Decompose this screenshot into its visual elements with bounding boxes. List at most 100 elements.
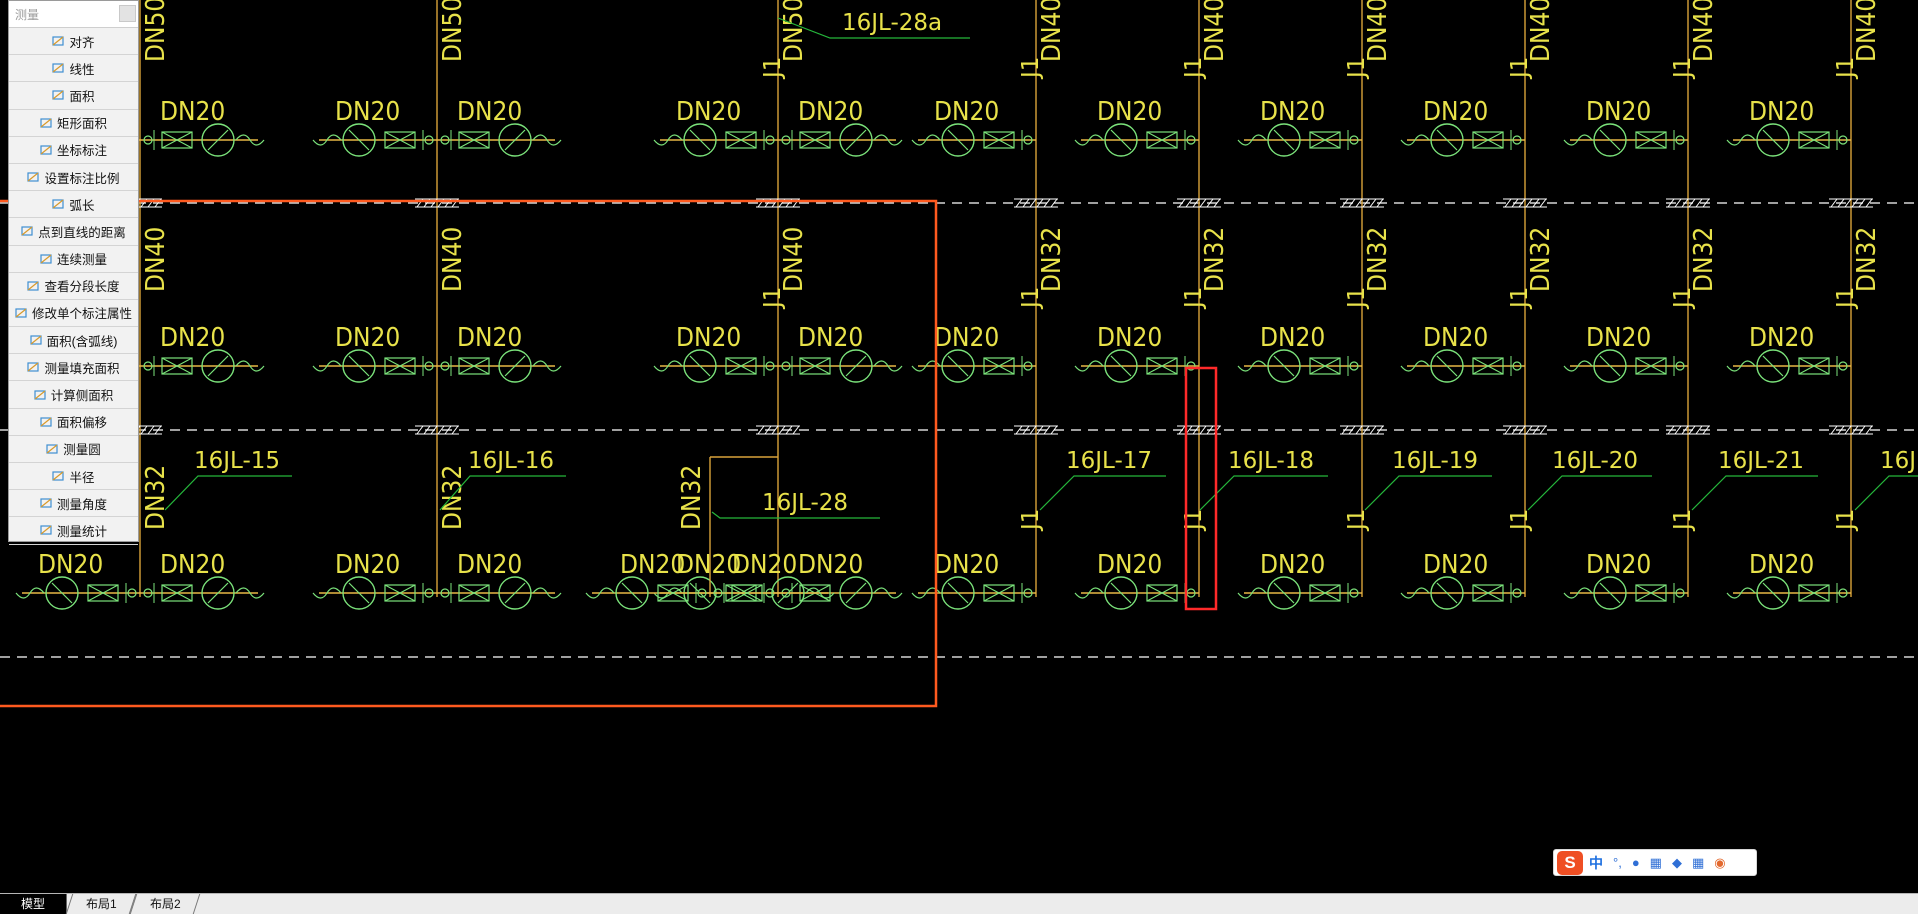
- fixture-size-label: DN20: [798, 550, 863, 580]
- tool-point-line-button[interactable]: 点到直线的距离: [9, 218, 138, 246]
- fixture-size-label: DN20: [335, 550, 400, 580]
- fixture-size-label: DN20: [1586, 323, 1651, 353]
- tool-circle-measure-button[interactable]: 测量圆: [9, 436, 138, 463]
- tool-area-button[interactable]: 面积: [9, 82, 138, 110]
- punctuation-icon[interactable]: °,: [1613, 855, 1622, 870]
- avatar-icon[interactable]: ◉: [1714, 854, 1726, 870]
- pipe-sleeve-hatch: [1177, 198, 1221, 208]
- tool-label: 计算侧面积: [50, 389, 114, 404]
- tool-side-area-button[interactable]: 计算侧面积: [9, 381, 138, 409]
- tab-layout2[interactable]: 布局2: [129, 894, 201, 914]
- tool-label: 半径: [69, 470, 95, 485]
- pipe-size-label: DN32: [141, 465, 171, 530]
- fill-area-icon: [27, 361, 40, 373]
- fixture-size-label: DN20: [160, 550, 225, 580]
- pipe-sleeve-hatch: [1503, 198, 1547, 208]
- fixture-size-label: DN20: [732, 550, 797, 580]
- pipe-sleeve-hatch: [1829, 198, 1873, 208]
- riser-id-label: 16JL: [1880, 448, 1918, 474]
- toolbox-icon[interactable]: ▦: [1691, 854, 1705, 870]
- water-meter-fixture: [1074, 123, 1199, 157]
- ime-language-toggle[interactable]: 中: [1589, 854, 1603, 871]
- riser-code-label: J1: [1018, 509, 1044, 532]
- tool-label: 点到直线的距离: [38, 225, 126, 240]
- tool-angle-button[interactable]: 测量角度: [9, 490, 138, 518]
- water-meter-fixture: [437, 576, 562, 610]
- tool-statistics-button[interactable]: 测量统计: [9, 517, 138, 545]
- panel-title: 测量: [15, 8, 40, 22]
- leader-line: [711, 511, 880, 519]
- leader-line: [1527, 475, 1652, 511]
- panel-close-button[interactable]: [119, 5, 136, 22]
- layout-tab-bar: 模型 布局1 布局2: [0, 893, 1918, 914]
- tool-fill-area-button[interactable]: 测量填充面积: [9, 354, 138, 382]
- area-icon: [52, 89, 65, 101]
- riser-code-label: J1: [760, 57, 786, 80]
- tab-model[interactable]: 模型: [0, 894, 67, 914]
- pipe-size-label: DN40: [1037, 0, 1067, 62]
- water-meter-fixture: [911, 576, 1036, 610]
- pipe-sleeve-hatch: [1666, 198, 1710, 208]
- leader-line: [1039, 475, 1166, 511]
- pipe-size-label: DN50: [438, 0, 468, 62]
- fixture-size-label: DN20: [676, 97, 741, 127]
- tool-coordinate-button[interactable]: 坐标标注: [9, 137, 138, 164]
- microphone-icon[interactable]: ●: [1631, 855, 1640, 870]
- tool-arc-length-button[interactable]: 弧长: [9, 191, 138, 219]
- pipe-size-label: DN50: [779, 0, 809, 62]
- riser-code-label: J1: [1670, 509, 1696, 532]
- tab-layout1-label: 布局1: [85, 897, 117, 911]
- pipe-size-label: DN32: [438, 465, 468, 530]
- fixture-size-label: DN20: [38, 550, 103, 580]
- edit-annotation-icon: [15, 307, 27, 319]
- area-offset-icon: [40, 416, 52, 428]
- pipe-size-label: DN32: [1037, 227, 1067, 292]
- riser-id-label: 16JL-21: [1718, 448, 1804, 474]
- point-line-icon: [21, 225, 33, 237]
- leader-line: [1199, 475, 1328, 511]
- ime-toolbar[interactable]: S 中 °, ● ▦ ◆ ▦ ◉: [1553, 849, 1757, 876]
- fixture-size-label: DN20: [1097, 323, 1162, 353]
- tool-radius-button[interactable]: 半径: [9, 463, 138, 491]
- skin-icon[interactable]: ◆: [1671, 854, 1682, 870]
- tool-edit-annotation-button[interactable]: 修改单个标注属性: [9, 300, 138, 328]
- tool-arc-area-button[interactable]: 面积(含弧线): [9, 327, 138, 355]
- water-meter-fixture: [911, 123, 1036, 157]
- tool-segment-length-button[interactable]: 查看分段长度: [9, 273, 138, 300]
- riser-code-label: J1: [1344, 287, 1370, 310]
- circle-measure-icon: [46, 443, 58, 455]
- riser-id-label: 16JL-16: [468, 448, 554, 474]
- tool-label: 弧长: [69, 198, 95, 213]
- tool-continuous-measure-button[interactable]: 连续测量: [9, 246, 138, 273]
- pipe-size-label: DN32: [1526, 227, 1556, 292]
- water-meter-fixture: [1074, 576, 1199, 610]
- panel-header[interactable]: 测量: [9, 1, 138, 28]
- tool-linear-measure-button[interactable]: 线性: [9, 55, 138, 83]
- fixture-size-label: DN20: [335, 97, 400, 127]
- tool-align-measure-button[interactable]: 对齐: [9, 28, 138, 56]
- fixture-size-label: DN20: [676, 550, 741, 580]
- fixture-size-label: DN20: [1749, 550, 1814, 580]
- tool-label: 设置标注比例: [44, 171, 120, 186]
- riser-code-label: J1: [1507, 287, 1533, 310]
- keyboard-icon[interactable]: ▦: [1649, 854, 1662, 870]
- pipe-sleeve-hatch: [1014, 425, 1058, 435]
- fixture-size-label: DN20: [1260, 97, 1325, 127]
- sogou-logo-icon[interactable]: S: [1557, 850, 1583, 875]
- segment-length-icon: [27, 280, 40, 292]
- water-meter-fixture: [1563, 123, 1688, 157]
- measure-panel: 测量 对齐线性面积矩形面积坐标标注设置标注比例弧长点到直线的距离连续测量查看分段…: [8, 0, 139, 545]
- tab-layout1[interactable]: 布局1: [65, 894, 137, 914]
- fixture-size-label: DN20: [1097, 97, 1162, 127]
- tool-area-offset-button[interactable]: 面积偏移: [9, 409, 138, 436]
- tool-scale-button[interactable]: 设置标注比例: [9, 164, 138, 192]
- pipe-sleeve-hatch: [415, 425, 459, 435]
- riser-code-label: J1: [1670, 287, 1696, 310]
- coordinate-icon: [40, 144, 52, 156]
- pipe-size-label: DN40: [438, 227, 468, 292]
- tool-rect-area-button[interactable]: 矩形面积: [9, 110, 138, 137]
- pipe-sleeve-hatch: [1177, 425, 1221, 435]
- cad-drawing-canvas[interactable]: DN50DN40DN32DN50DN40DN32DN50J1DN40J1DN40…: [0, 0, 1918, 893]
- tool-label: 面积: [69, 89, 95, 104]
- pipe-size-label: DN40: [1689, 0, 1719, 62]
